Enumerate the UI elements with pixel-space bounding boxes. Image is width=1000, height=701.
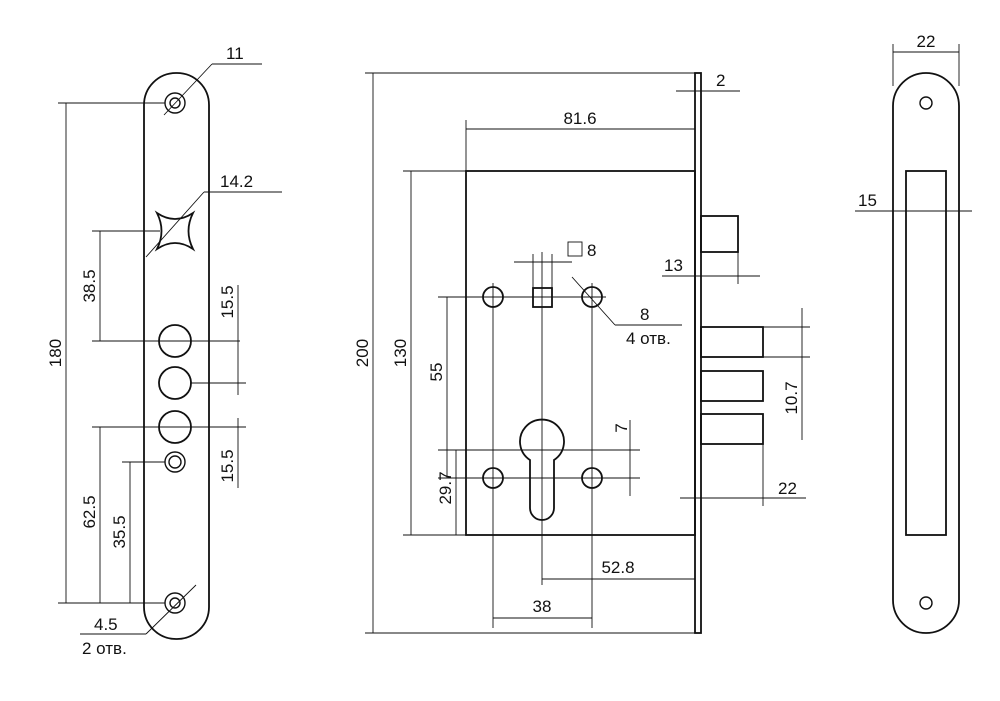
dim-label-4-5: 4.5 [94, 615, 118, 634]
dim-spindle-slot: 14.2 [145, 172, 282, 258]
dim-label-2: 2 [716, 71, 725, 90]
bottom-mount-hole-outer [164, 592, 186, 614]
dim-label-4-holes: 4 отв. [626, 329, 671, 348]
strike-top-hole [919, 96, 933, 110]
dim-label-8: 8 [640, 305, 649, 324]
dim-label-29-7: 29.7 [436, 471, 455, 504]
latch-hole-inner [168, 455, 182, 469]
dim-fixing-hole: 8 4 отв. [571, 276, 682, 348]
dim-cylinder-7: 7 [600, 420, 640, 496]
dim-label-14-2: 14.2 [220, 172, 253, 191]
dim-overall-height: 200 [353, 72, 695, 634]
lock-body [465, 170, 696, 536]
dim-label-62-5: 62.5 [80, 495, 99, 528]
dim-bottom-to-bolt: 62.5 [80, 427, 101, 603]
spindle-slot [154, 210, 196, 252]
dim-label-13: 13 [664, 256, 683, 275]
dim-label-7: 7 [612, 423, 631, 432]
strike-window [905, 170, 947, 536]
dim-bottom-to-latch: 35.5 [110, 461, 165, 603]
dim-faceplate-hole: 11 [163, 44, 262, 116]
dim-strike-window: 15 [855, 191, 972, 212]
dim-label-square-8: 8 [587, 241, 596, 260]
strike-plate-outline [892, 72, 960, 634]
dim-strike-width: 22 [892, 32, 960, 86]
dim-bolt-throw: 22 [680, 444, 806, 506]
dim-backset: 52.8 [542, 558, 695, 580]
dim-label-15-5-bottom: 15.5 [218, 449, 237, 482]
dim-square-spindle: 8 [514, 241, 596, 288]
faceplate-outline [143, 72, 210, 640]
square-spindle-hole [532, 287, 553, 308]
cylinder-cutout [519, 418, 565, 521]
dim-label-10-7: 10.7 [782, 381, 801, 414]
dim-body-height: 130 [391, 170, 466, 536]
strike-plate-view: 22 15 [855, 32, 972, 634]
dim-label-130: 130 [391, 339, 410, 367]
lock-body-side-view: 200 130 81.6 2 8 [353, 71, 810, 634]
square-symbol [567, 241, 583, 257]
dim-cylinder-to-bottom: 29.7 [436, 450, 457, 535]
dim-latch-projection: 13 [662, 252, 760, 284]
dim-bolt-width: 10.7 [763, 308, 810, 440]
dim-bolt-pitch-top: 15.5 [190, 285, 246, 395]
dim-label-180: 180 [46, 339, 65, 367]
dead-bolt-2 [700, 370, 764, 402]
dim-body-depth: 81.6 [465, 109, 695, 171]
dim-label-11: 11 [226, 44, 244, 63]
dim-label-22-bolt: 22 [778, 479, 797, 498]
strike-bottom-hole [919, 596, 933, 610]
dim-label-38: 38 [533, 597, 552, 616]
dim-label-15: 15 [858, 191, 877, 210]
dim-fixing-pitch-horizontal: 38 [493, 597, 592, 619]
dim-fixing-pitch-vertical: 55 [427, 297, 608, 479]
bottom-mount-hole-inner [169, 597, 181, 609]
dim-label-52-8: 52.8 [601, 558, 634, 577]
dim-faceplate-length: 180 [46, 102, 165, 604]
latch-hole-outer [164, 451, 186, 473]
dim-mount-hole: 4.5 2 отв. [80, 584, 197, 658]
dim-label-35-5: 35.5 [110, 515, 129, 548]
dim-label-81-6: 81.6 [563, 109, 596, 128]
dead-bolt-1 [700, 326, 764, 358]
dim-label-38-5: 38.5 [80, 269, 99, 302]
dim-label-200: 200 [353, 339, 372, 367]
faceplate-front-view: 11 14.2 180 38.5 15.5 [46, 44, 282, 658]
dim-bolt-pitch-bottom: 15.5 [92, 418, 246, 488]
dim-faceplate-thickness: 2 [676, 71, 740, 92]
dim-label-22-strike: 22 [917, 32, 936, 51]
faceplate-edge [694, 72, 702, 634]
dim-label-15-5-top: 15.5 [218, 285, 237, 318]
top-mount-hole-inner [169, 97, 181, 109]
bolt-hole-2 [158, 366, 192, 400]
dead-bolt-3 [700, 413, 764, 445]
dim-spindle-to-bolt: 38.5 [80, 230, 240, 342]
latch-bolt [700, 215, 739, 253]
dim-label-2-holes: 2 отв. [82, 639, 127, 658]
dim-label-55: 55 [427, 363, 446, 382]
